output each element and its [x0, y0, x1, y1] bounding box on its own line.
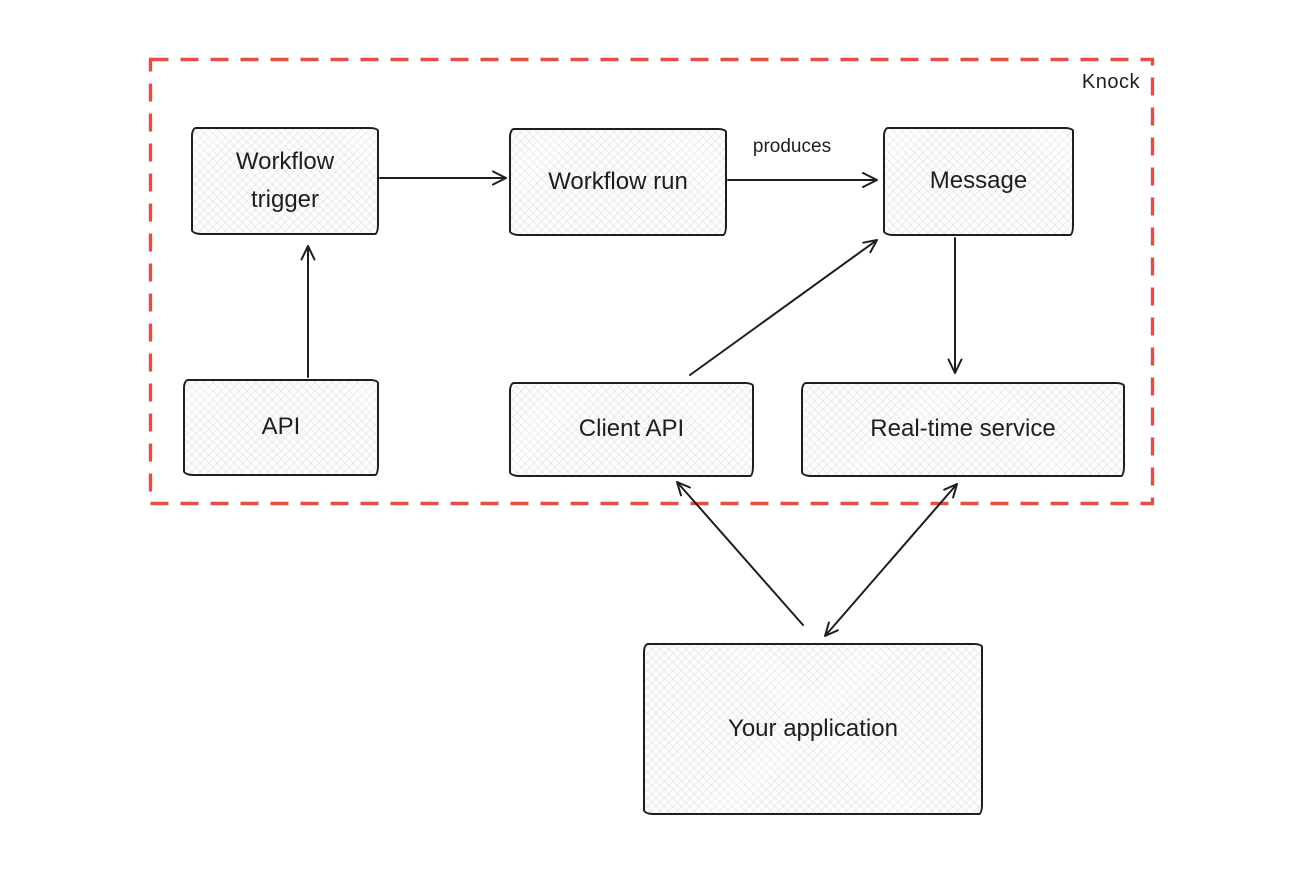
- node-message: Message: [883, 127, 1074, 236]
- node-workflow-run: Workflow run: [509, 128, 727, 236]
- node-realtime-service-label: Real-time service: [870, 415, 1056, 443]
- node-message-label: Message: [929, 167, 1028, 195]
- edge-label-produces: produces: [752, 136, 832, 157]
- arrow-client-api-to-message: [689, 239, 878, 376]
- node-api: API: [183, 379, 379, 476]
- node-your-application: Your application: [643, 643, 983, 815]
- node-api-label: API: [261, 413, 301, 441]
- node-client-api-label: Client API: [578, 415, 685, 443]
- arrow-your-application-to-realtime-service: [824, 483, 958, 637]
- arrow-workflow-run-to-message: [727, 172, 878, 188]
- node-realtime-service: Real-time service: [801, 382, 1125, 477]
- arrow-api-to-workflow-trigger: [300, 245, 316, 378]
- knock-boundary-label: Knock: [1081, 71, 1140, 93]
- arrow-message-to-realtime-service: [947, 237, 963, 374]
- node-workflow-trigger-label: Workflow trigger: [235, 147, 335, 213]
- arrow-your-application-to-client-api: [676, 481, 804, 626]
- node-client-api: Client API: [509, 382, 754, 477]
- node-your-application-label: Your application: [728, 714, 898, 742]
- node-workflow-trigger: Workflow trigger: [191, 127, 379, 235]
- arrow-workflow-trigger-to-workflow-run: [379, 170, 507, 186]
- knock-boundary: [148, 57, 1155, 506]
- node-workflow-run-label: Workflow run: [548, 167, 688, 195]
